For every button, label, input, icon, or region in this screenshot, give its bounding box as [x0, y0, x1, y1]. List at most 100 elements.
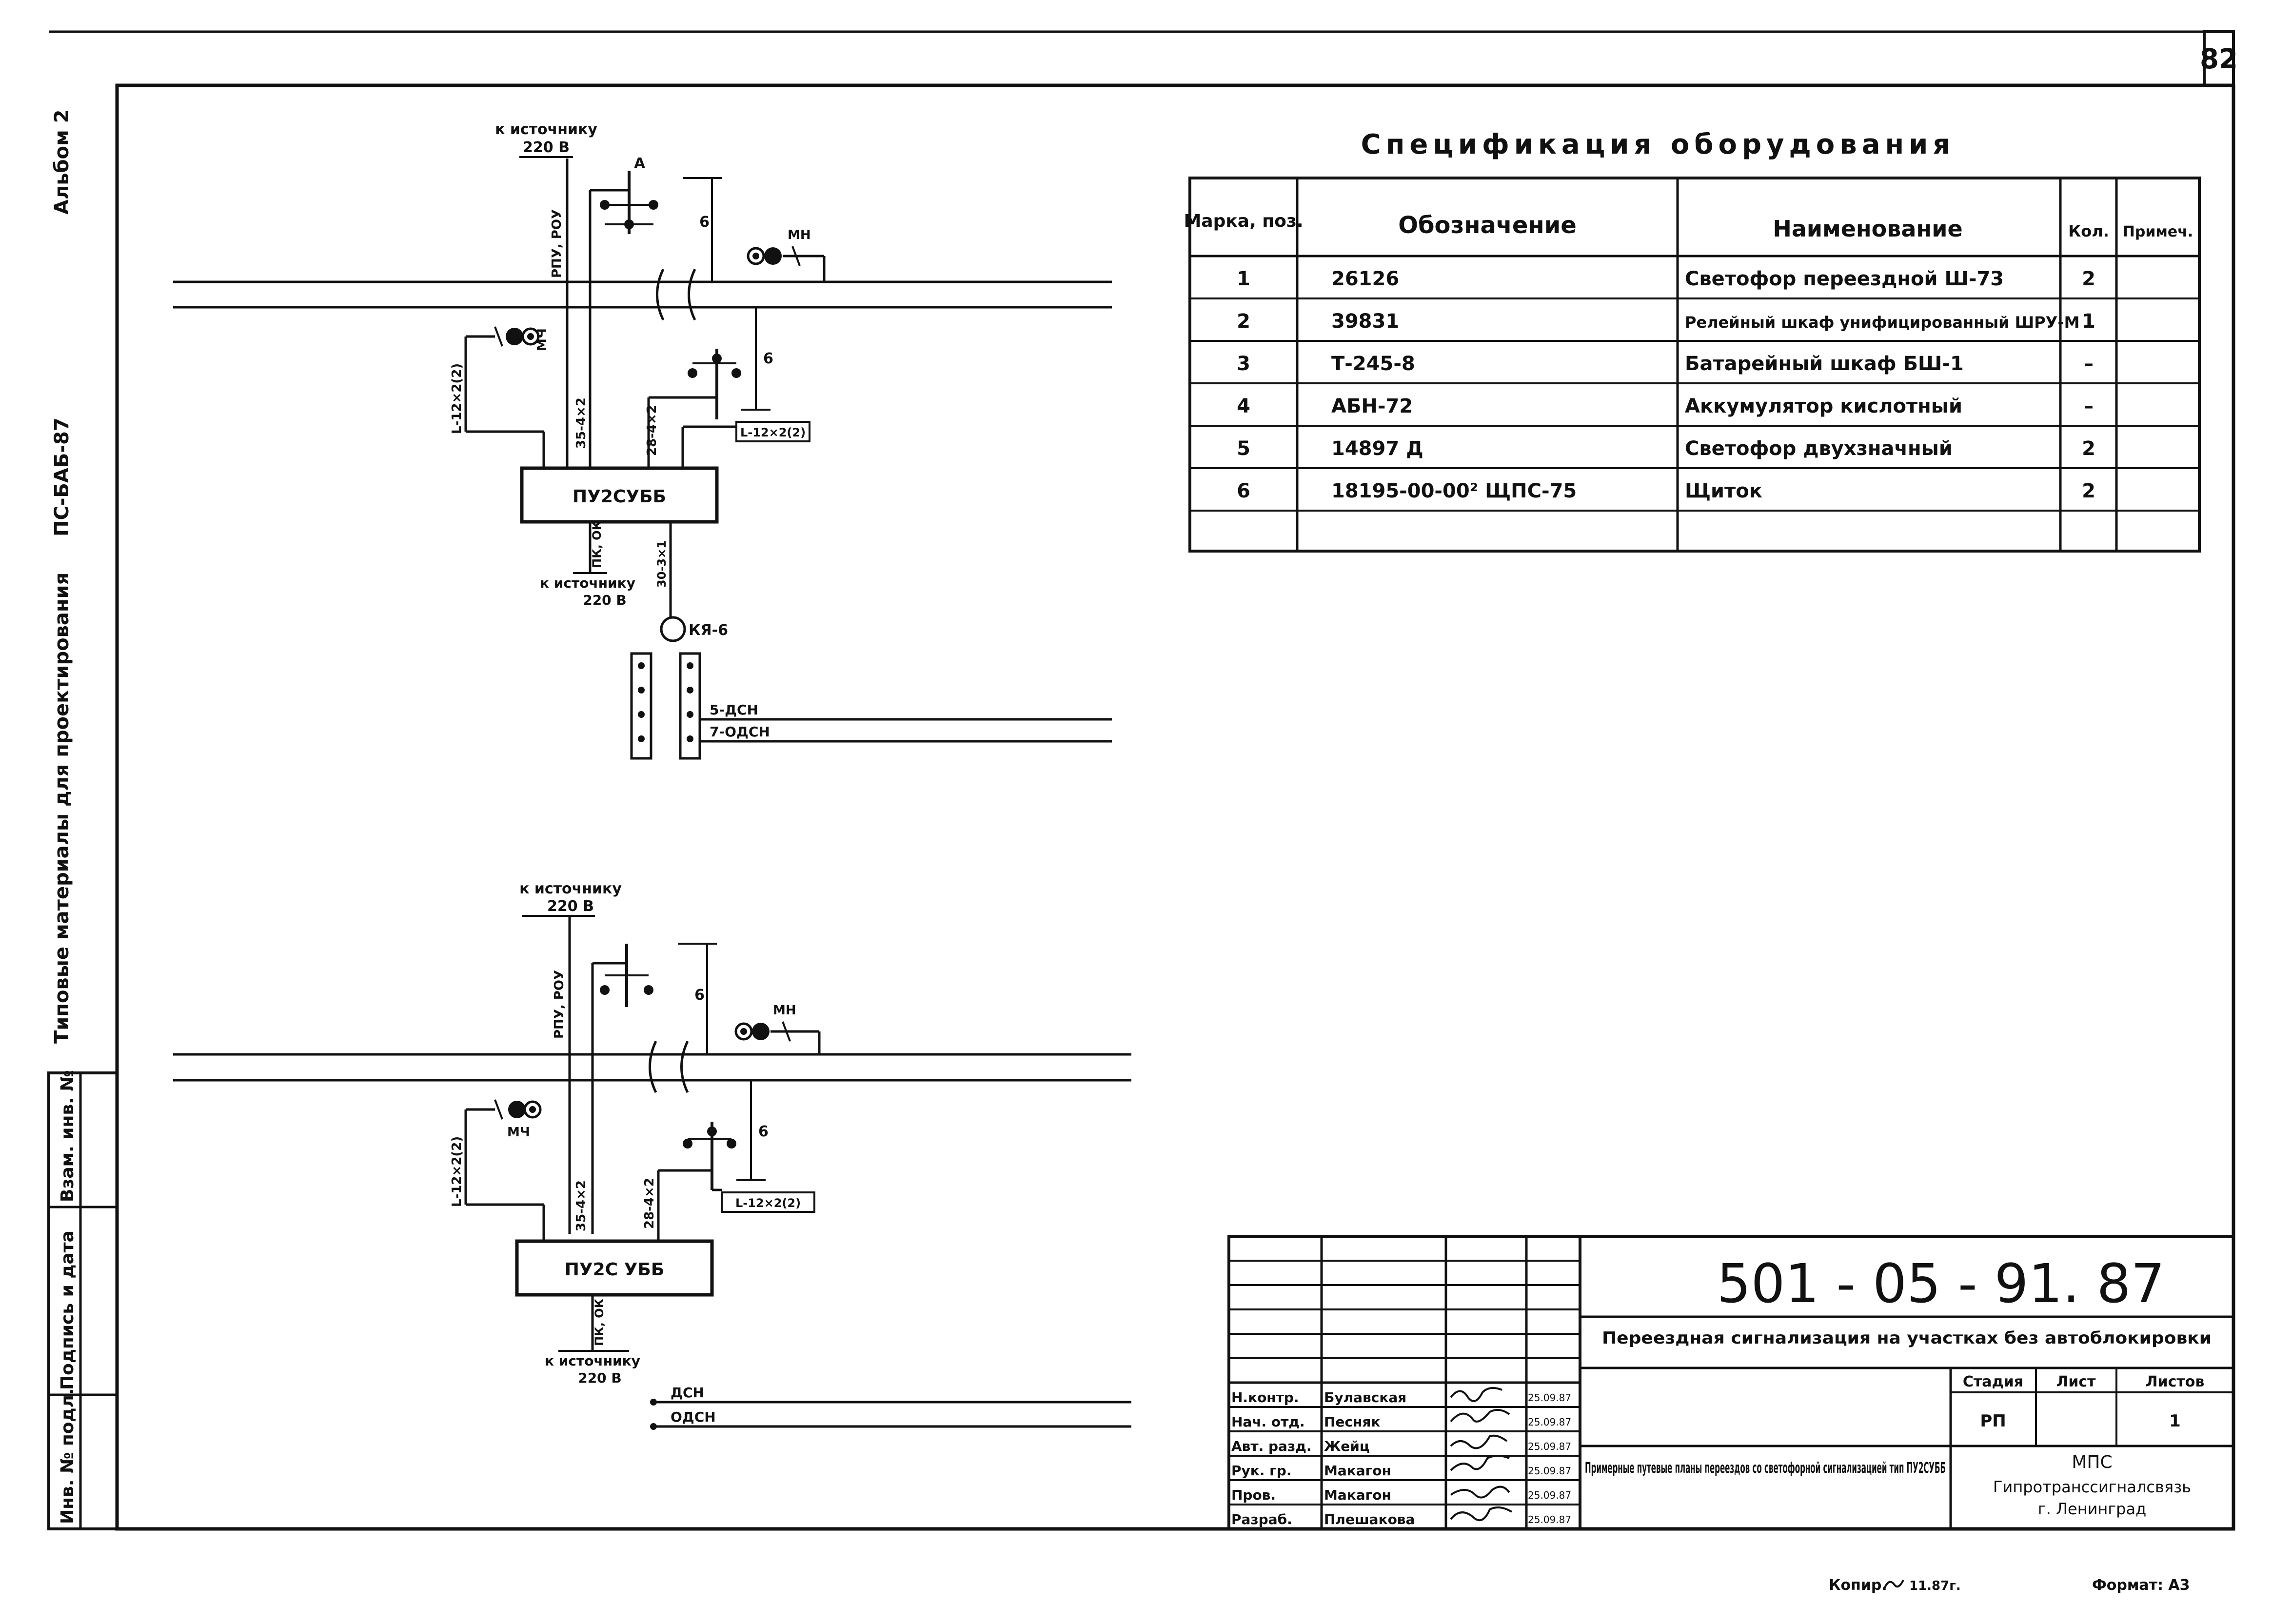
- cable-l-left-label: L-12×2(2): [450, 1136, 464, 1207]
- person-2-name: Песняк: [1324, 1414, 1380, 1430]
- source-bottom-label: к источнику: [540, 575, 635, 591]
- side-stamp-sign: Подпись и дата: [58, 1230, 78, 1390]
- sheets-value: 1: [2169, 1411, 2181, 1431]
- cable-main-label: РПУ, РОУ: [552, 970, 567, 1039]
- row-1-name: Светофор переездной Ш-73: [1685, 268, 2004, 290]
- person-1-date: 25.09.87: [1528, 1392, 1571, 1404]
- person-1-name: Булавская: [1324, 1389, 1406, 1406]
- row-5-name: Светофор двухзначный: [1685, 437, 1953, 460]
- row-6-pos: 6: [1237, 480, 1250, 502]
- pu2s-box-label: ПУ2С УББ: [565, 1260, 665, 1280]
- person-4-date: 25.09.87: [1528, 1465, 1571, 1477]
- copied-signature: [1884, 1580, 1904, 1588]
- person-2-date: 25.09.87: [1528, 1416, 1571, 1428]
- sheet-frame: 82: [49, 30, 2238, 1531]
- person-3-name: Жейц: [1324, 1438, 1370, 1454]
- cable-pk-label: ПК, ОК: [593, 1298, 606, 1346]
- mn-label: МН: [773, 1003, 796, 1018]
- cable-28-label: 28-4×2: [642, 1178, 657, 1229]
- mch-label: МЧ: [535, 328, 550, 351]
- person-3-role: Авт. разд.: [1231, 1438, 1311, 1454]
- signal-a-label: А: [634, 155, 646, 172]
- side-stamp: Инв. № подл. Подпись и дата Взам. инв. №: [47, 1070, 119, 1530]
- row-3-designation: Т-245-8: [1331, 353, 1415, 375]
- row-4-qty: –: [2084, 395, 2094, 417]
- header-pos: Марка, поз.: [1184, 211, 1303, 231]
- series-title-label: Типовые материалы для проектирования: [51, 573, 73, 1044]
- format-label: Формат: А3: [2092, 1577, 2190, 1594]
- spec-table-title: Спецификация оборудования: [1361, 129, 1956, 160]
- side-stamp-replace: Взам. инв. №: [58, 1070, 78, 1202]
- side-stamp-inv: Инв. № подл.: [58, 1388, 78, 1524]
- track-plan-top: к источнику 220 В РПУ, РОУ А 6 МН М: [173, 121, 1112, 760]
- track-plan-bottom: к источнику 220 В РПУ, РОУ 6 МН МЧ L-12×…: [173, 880, 1131, 1430]
- series-code-label: ПС-БАБ-87: [51, 417, 73, 536]
- voltage-label: 220 В: [547, 898, 594, 915]
- voltage-label: 220 В: [523, 139, 570, 156]
- source-label: к источнику: [519, 880, 622, 897]
- project-title: Переездная сигнализация на участках без …: [1602, 1328, 2212, 1348]
- org-line1: МПС: [2072, 1452, 2112, 1472]
- org-line2: Гипротранссигналсвязь: [1993, 1478, 2191, 1496]
- dim-6-top: 6: [694, 987, 705, 1004]
- voltage-bottom-label: 220 В: [578, 1370, 622, 1386]
- person-6-date: 25.09.87: [1528, 1514, 1571, 1525]
- col-sheets: Листов: [2146, 1373, 2205, 1390]
- pu2s-box-top: [520, 466, 719, 524]
- header-qty: Кол.: [2068, 222, 2109, 240]
- title-block: 501 - 05 - 91. 87 Переездная сигнализаци…: [1227, 1235, 2235, 1530]
- header-designation: Обозначение: [1398, 212, 1577, 239]
- mn-signal-head-outer: [747, 247, 765, 265]
- row-6-designation: 18195-00-00² ЩПС-75: [1331, 480, 1577, 502]
- row-5-designation: 14897 Д: [1331, 437, 1423, 460]
- odsn-label: ОДСН: [671, 1409, 716, 1425]
- junction-box-right: [679, 652, 701, 760]
- row-2-name: Релейный шкаф унифицированный ШРУ-М: [1685, 313, 2079, 332]
- pu2s-box-label: ПУ2СУББ: [573, 487, 666, 507]
- source-label: к источнику: [495, 121, 597, 138]
- dsn-label: ДСН: [671, 1385, 704, 1401]
- cable-l-right-label: L-12×2(2): [735, 1196, 801, 1210]
- row-5-pos: 5: [1237, 437, 1250, 460]
- row-3-pos: 3: [1237, 353, 1250, 375]
- row-2-designation: 39831: [1331, 310, 1399, 333]
- row-2-pos: 2: [1237, 310, 1250, 333]
- copied-label: Копир.: [1829, 1577, 1887, 1594]
- track-5-label: 5-ДСН: [710, 702, 758, 718]
- cable-pk-label: ПК, ОК: [590, 520, 604, 568]
- ky6-label: КЯ-6: [689, 622, 728, 639]
- sheet-title: Примерные путевые планы переездов со све…: [1585, 1460, 1946, 1477]
- ky6-symbol: [660, 616, 686, 642]
- person-1-role: Н.контр.: [1231, 1389, 1299, 1406]
- signal-a-lamp-left: [600, 200, 610, 210]
- row-1-qty: 2: [2082, 268, 2095, 290]
- person-4-role: Рук. гр.: [1231, 1463, 1291, 1479]
- person-5-date: 25.09.87: [1528, 1489, 1571, 1501]
- album-label: Альбом 2: [51, 110, 73, 215]
- spec-table: Спецификация оборудования Марка, поз. Об…: [1184, 129, 2201, 553]
- mn-signal-head: [764, 247, 782, 265]
- header-name: Наименование: [1773, 216, 1962, 242]
- cable-35-label: 35-4×2: [574, 397, 589, 449]
- junction-box-left: [630, 652, 652, 760]
- cable-28-label: 28-4×2: [645, 405, 659, 456]
- dim-6-bottom: 6: [758, 1123, 769, 1140]
- mn-signal-head: [752, 1023, 770, 1040]
- col-stage: Стадия: [1963, 1373, 2023, 1390]
- cable-l-right-label: L-12×2(2): [740, 426, 806, 439]
- person-5-role: Пров.: [1231, 1487, 1276, 1503]
- cable-35-label: 35-4×2: [574, 1180, 589, 1231]
- person-5-name: Макагон: [1324, 1487, 1391, 1503]
- row-3-name: Батарейный шкаф БШ-1: [1685, 353, 1964, 375]
- dim-6-bottom: 6: [763, 350, 773, 367]
- footer: Копир. 11.87г. Формат: А3: [1829, 1577, 2190, 1594]
- row-2-qty: 1: [2082, 310, 2095, 333]
- signal-a-lamp-right: [649, 200, 658, 210]
- copied-date: 11.87г.: [1909, 1579, 1961, 1593]
- doc-code: 501 - 05 - 91. 87: [1717, 1252, 2165, 1315]
- row-1-pos: 1: [1237, 268, 1250, 290]
- source-bottom-label: к источнику: [545, 1353, 640, 1369]
- row-6-name: Щиток: [1685, 480, 1762, 502]
- crossing-right-bracket: [688, 268, 696, 321]
